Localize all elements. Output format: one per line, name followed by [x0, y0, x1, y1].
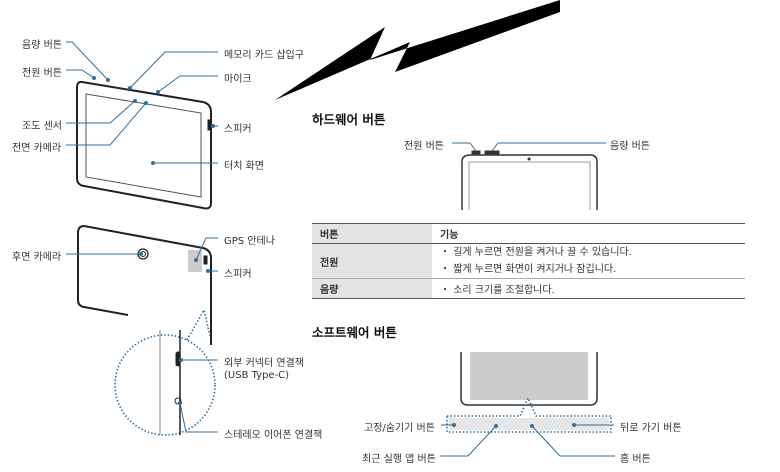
label-recent-apps-button: 최근 실행 앱 버튼 — [362, 454, 436, 465]
label-volume-button: 음량 버튼 — [22, 40, 62, 51]
label-earphone-jack: 스테레오 이어폰 연결잭 — [224, 430, 323, 441]
label-rear-camera: 후면 카메라 — [12, 252, 62, 263]
label-speaker-back: 스피커 — [224, 269, 252, 280]
label-memory-card-slot: 메모리 카드 삽입구 — [224, 50, 304, 61]
hardware-tablet-illustration — [461, 150, 598, 210]
front-callouts — [66, 41, 218, 164]
label-usb-connector: 외부 커넥터 연결잭 — [224, 358, 304, 369]
label-back-button: 뒤로 가기 버튼 — [620, 423, 682, 434]
tablet-front-illustration — [76, 80, 212, 210]
tablet-back-illustration — [77, 225, 216, 436]
label-light-sensor: 조도 센서 — [22, 121, 62, 132]
label-front-camera: 전면 카메라 — [12, 143, 62, 154]
page-break-graphic — [275, 0, 560, 100]
back-callouts — [66, 237, 218, 433]
software-buttons-heading: 소프트웨어 버튼 — [312, 325, 397, 340]
label-touch-screen: 터치 화면 — [224, 161, 264, 172]
label-mic: 마이크 — [224, 74, 252, 85]
label-pin-hide-button: 고정/숨기기 버튼 — [364, 423, 435, 434]
label-gps-antenna: GPS 안테나 — [224, 236, 275, 247]
label-home-button: 홈 버튼 — [620, 454, 651, 465]
table-row: 전원 ・ 길게 누르면 전원을 켜거나 끌 수 있습니다.・ 짧게 누르면 화면… — [312, 243, 745, 279]
label-hw-volume: 음량 버튼 — [610, 141, 650, 152]
hardware-buttons-heading: 하드웨어 버튼 — [312, 112, 386, 127]
software-tablet-illustration — [446, 352, 612, 433]
table-row: 음량 ・ 소리 크기를 조절합니다. — [312, 278, 745, 299]
label-power-button: 전원 버튼 — [22, 68, 62, 79]
label-usb-type: (USB Type-C) — [224, 370, 290, 381]
label-speaker-front: 스피커 — [224, 124, 252, 135]
label-hw-power: 전원 버튼 — [404, 141, 444, 152]
